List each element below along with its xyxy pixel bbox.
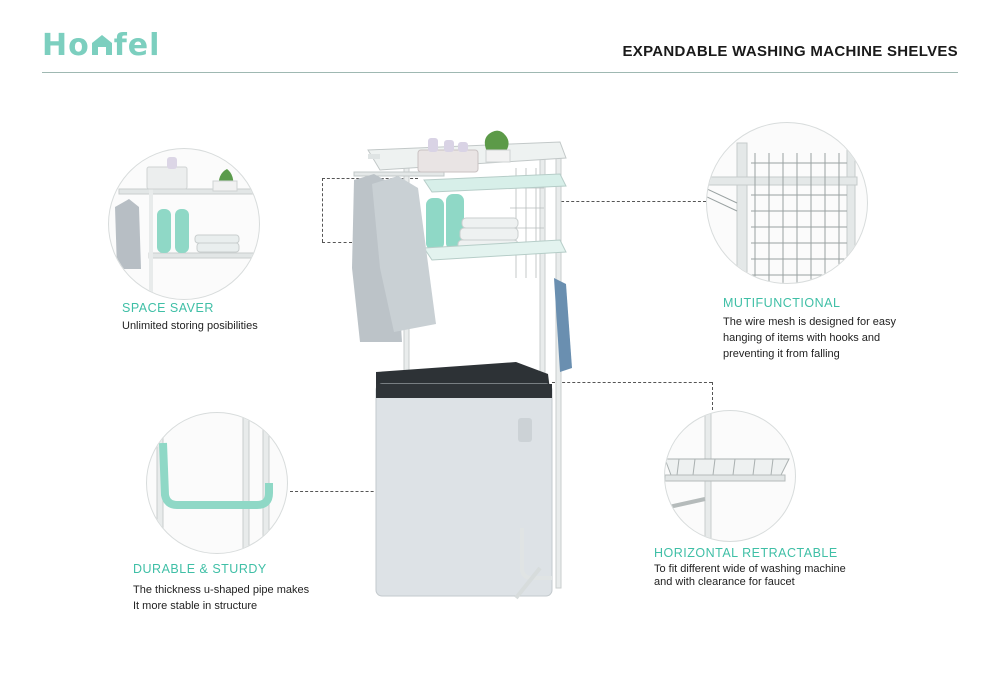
detail-circle-space-saver [108,148,260,300]
detail-circle-durable [146,412,288,554]
desc-line: The wire mesh is designed for easy [723,316,897,328]
u-pipe-detail-illustration [156,413,273,553]
feature-title-durable: DURABLE & STURDY [133,562,267,576]
feature-desc-retractable: To fit different wide of washing machine… [654,563,846,589]
logo-text-right: fel [113,28,161,63]
leader-line-multifunctional [556,201,706,202]
feature-desc-space-saver: Unlimited storing posibilities [122,320,258,332]
desc-line: To fit different wide of washing machine [654,563,846,575]
space-saver-detail-illustration [115,157,259,299]
leader-line-durable [290,491,424,492]
washing-machine-shelf-illustration [352,130,572,600]
desc-line: The thickness u-shaped pipe makes [133,584,310,596]
logo-text-left: Ho [42,28,90,63]
feature-title-space-saver: SPACE SAVER [122,301,214,315]
desc-line: It more stable in structure [133,600,258,612]
retractable-detail-illustration [665,411,790,541]
detail-circle-multifunctional [706,122,868,284]
page-title: EXPANDABLE WASHING MACHINE SHELVES [622,43,958,60]
desc-line: hanging of items with hooks and [723,332,881,344]
feature-title-retractable: HORIZONTAL RETRACTABLE [654,546,838,560]
feature-title-multifunctional: MUTIFUNCTIONAL [723,296,841,310]
feature-desc-durable: The thickness u-shaped pipe makes It mor… [133,582,309,614]
leader-line-retractable-vertical [712,382,713,410]
house-icon [90,30,114,55]
desc-line: and with clearance for faucet [654,576,795,588]
header-divider [42,72,958,73]
leader-line-retractable [552,382,712,383]
desc-line: preventing it from falling [723,348,840,360]
leader-line-space-saver-vertical [322,178,323,242]
leader-line-space-saver-bottom [322,242,352,243]
mesh-detail-illustration [707,142,858,283]
detail-circle-retractable [664,410,796,542]
feature-desc-multifunctional: The wire mesh is designed for easy hangi… [723,314,896,362]
